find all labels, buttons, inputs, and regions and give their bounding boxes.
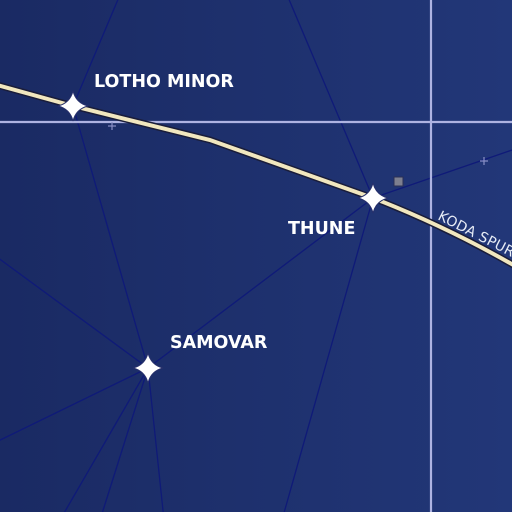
- four-point-star-icon: [132, 352, 164, 384]
- hyperlane: [288, 0, 374, 199]
- four-point-star-icon: [57, 90, 89, 122]
- small-crosshair-icon[interactable]: [480, 157, 488, 165]
- system-label: LOTHO MINOR: [94, 72, 234, 92]
- hyperlane: [372, 149, 512, 199]
- hyperlane: [147, 197, 374, 369]
- system-label: SAMOVAR: [170, 333, 268, 353]
- system-samovar[interactable]: SAMOVAR: [132, 333, 268, 384]
- hyperlane: [0, 258, 149, 369]
- hyperlane: [0, 367, 149, 441]
- system-lotho-minor[interactable]: LOTHO MINOR: [57, 72, 234, 122]
- small-crosshair-icon[interactable]: [108, 122, 116, 130]
- square-marker-icon[interactable]: [393, 176, 404, 187]
- hyperlane: [72, 105, 149, 369]
- system-label: THUNE: [288, 219, 355, 239]
- hyperlane: [101, 367, 149, 512]
- hyperlane: [72, 0, 119, 107]
- four-point-star-icon: [357, 182, 389, 214]
- system-thune[interactable]: THUNE: [288, 182, 389, 239]
- hyperlane: [147, 367, 164, 512]
- hyperlane: [283, 197, 374, 512]
- hyperlane: [63, 367, 149, 512]
